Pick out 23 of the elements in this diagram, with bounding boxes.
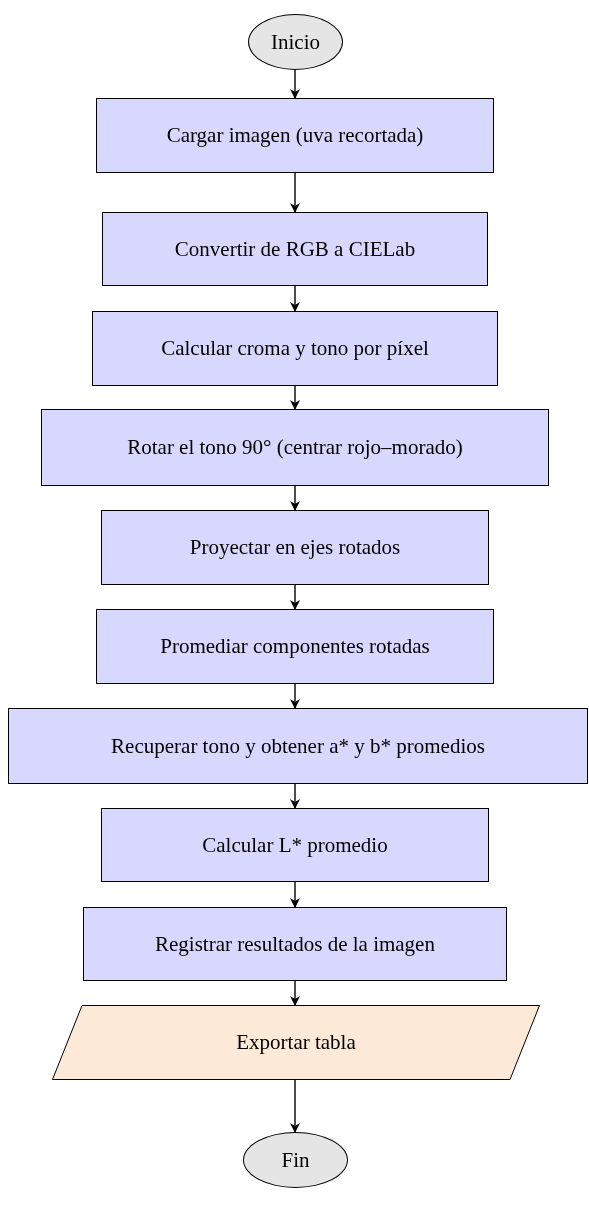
arrow <box>290 69 300 99</box>
arrow <box>290 172 300 213</box>
process-box: Rotar el tono 90° (centrar rojo–morado) <box>41 409 549 486</box>
process-box: Cargar imagen (uva recortada) <box>96 98 494 173</box>
process-box: Registrar resultados de la imagen <box>83 907 507 981</box>
arrow <box>290 980 300 1006</box>
terminal-ellipse: Inicio <box>248 14 343 70</box>
arrow <box>290 584 300 610</box>
arrow <box>290 285 300 312</box>
arrow <box>290 881 300 908</box>
process-box: Recuperar tono y obtener a* y b* promedios <box>8 708 588 784</box>
arrow <box>290 385 300 410</box>
process-box: Proyectar en ejes rotados <box>101 510 489 585</box>
process-box: Calcular croma y tono por píxel <box>92 311 498 386</box>
process-box: Calcular L* promedio <box>101 808 489 882</box>
arrow <box>290 783 300 809</box>
arrow <box>290 1079 300 1133</box>
arrow <box>290 683 300 709</box>
process-box: Convertir de RGB a CIELab <box>102 212 488 286</box>
process-box: Promediar componentes rotadas <box>96 609 494 684</box>
data-parallelogram: Exportar tabla <box>52 1005 540 1080</box>
terminal-ellipse: Fin <box>243 1132 348 1188</box>
arrow <box>290 485 300 511</box>
